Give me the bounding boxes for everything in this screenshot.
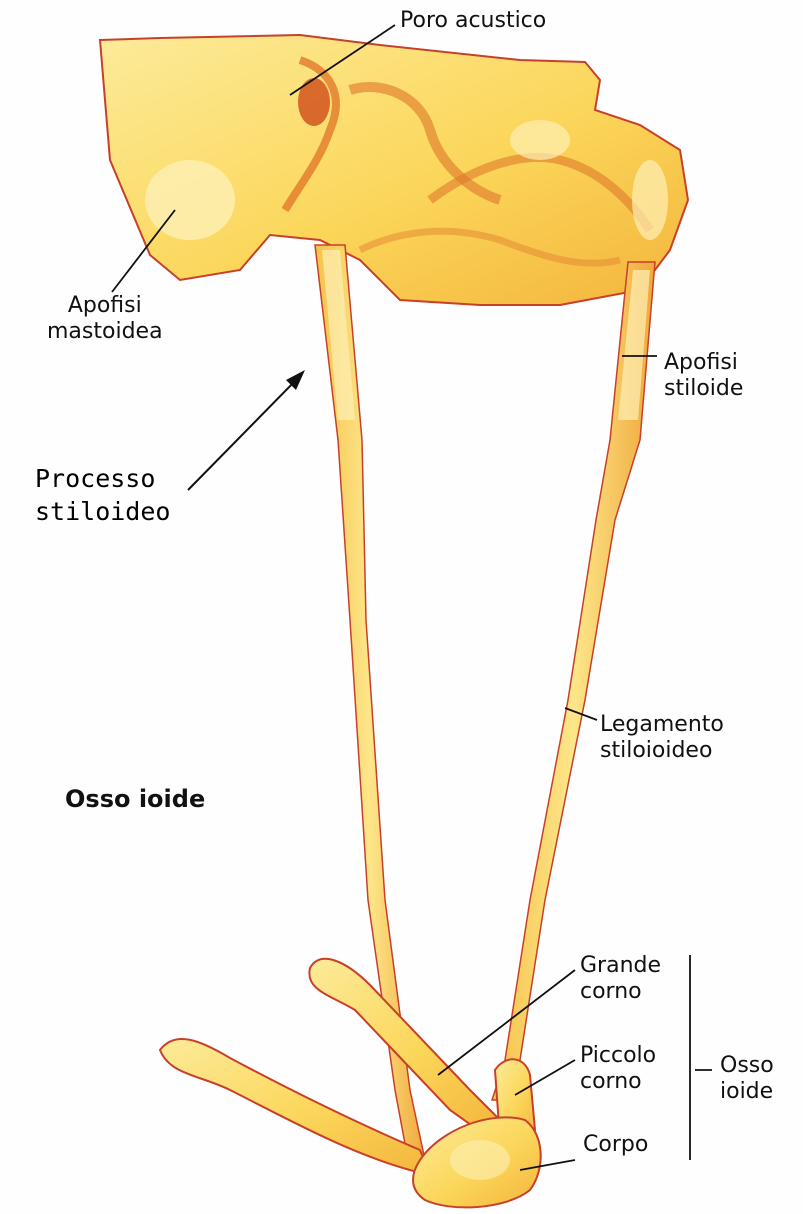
temporal-bone: [100, 35, 688, 305]
arrow-processo-stiloideo: [188, 370, 305, 490]
label-apofisi-mastoidea: Apofisi mastoidea: [47, 293, 163, 345]
label-osso-ioide-title: Osso ioide: [65, 786, 205, 812]
label-osso-ioide-bracket: Osso ioide: [720, 1053, 774, 1105]
label-piccolo-corno: Piccolo corno: [580, 1043, 656, 1095]
hyoid-bone: [160, 959, 541, 1208]
label-grande-corno: Grande corno: [580, 953, 661, 1005]
label-legamento-stiloioideo: Legamento stiloioideo: [600, 712, 724, 764]
label-processo-stiloideo: Processo stiloideo: [35, 462, 170, 528]
label-poro-acustico: Poro acustico: [400, 8, 546, 34]
label-apofisi-stiloide: Apofisi stiloide: [664, 350, 743, 402]
label-corpo: Corpo: [583, 1132, 648, 1158]
